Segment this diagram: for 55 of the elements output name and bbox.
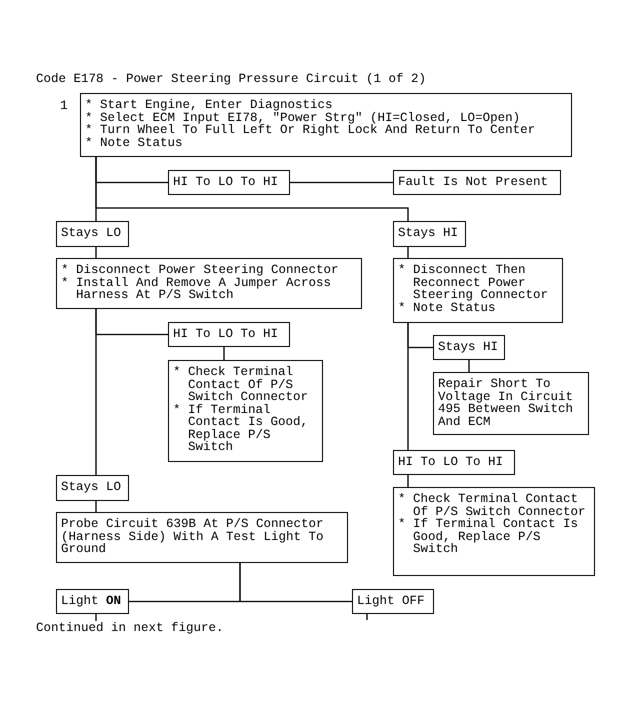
step-text: Probe Circuit 639B At P/S Connector (Harness Side) With A Test Light To Ground: [61, 518, 325, 556]
continuation-note: Continued in next figure.: [36, 622, 224, 634]
step-text: * Disconnect Then Reconnect Power Steering Connector: [398, 264, 550, 302]
process-box: [393, 170, 561, 195]
step-text: * Install And Remove A Jumper Across Harness At P/S Switch: [61, 276, 332, 302]
process-box: [393, 221, 466, 247]
step-text: Stays LO: [61, 481, 122, 494]
step-text: * Check Terminal Contact Of P/S Switch Connector: [173, 366, 310, 404]
connector-line: [223, 347, 225, 360]
process-box: [433, 372, 589, 435]
process-box: [393, 258, 563, 323]
connector-line: [95, 157, 409, 221]
step-text: * Check Terminal Contact Of P/S Switch Connector: [398, 493, 587, 518]
step-text: HI To LO To HI: [398, 456, 504, 468]
connector-line: [290, 182, 393, 184]
process-box: [56, 258, 362, 309]
step-text: * Note Status: [85, 136, 184, 149]
step-text: Fault Is Not Present: [398, 176, 550, 188]
process-box: [56, 475, 129, 501]
connector-line: [95, 501, 97, 512]
step-text: * Disconnect Power Steering Connector: [61, 264, 340, 276]
step-text: * Start Engine, Enter Diagnostics: [85, 99, 334, 112]
step-text: Light ON: [61, 595, 122, 608]
process-box: [168, 322, 290, 347]
connector-line: [95, 247, 97, 258]
process-box: [393, 487, 595, 576]
process-box: [352, 589, 434, 614]
process-box: [56, 221, 129, 247]
step-text: * Note Status: [398, 302, 497, 314]
process-box: [168, 170, 290, 195]
process-box: [56, 512, 348, 563]
connector-line: [95, 309, 97, 475]
step-text: Stays LO: [61, 227, 122, 240]
step-text: Stays HI: [438, 341, 500, 354]
step-text: Repair Short To Voltage In Circuit 495 Between Switch And ECM: [438, 378, 574, 428]
diagram-title: Code E178 - Power Steering Pressure Circuit (1 of 2): [36, 73, 426, 86]
step-text: * Turn Wheel To Full Left Or Right Lock And Return To Center: [85, 124, 536, 136]
step-text: HI To LO To HI: [173, 328, 280, 340]
process-box: [56, 589, 129, 614]
step-text: Light OFF: [357, 595, 426, 608]
connector-line: [239, 563, 352, 602]
step-text: * If Terminal Contact Is Good, Replace P/S Switch: [398, 518, 580, 556]
step-number: 1: [60, 100, 68, 112]
connector-line: [407, 323, 409, 450]
process-box: [433, 335, 505, 360]
step-text: HI To LO To HI: [173, 176, 280, 188]
connector-line: [468, 360, 470, 372]
step-text: Stays HI: [398, 227, 460, 240]
process-box: [168, 360, 323, 462]
connector-line: [407, 247, 409, 258]
step-text: * If Terminal Contact Is Good, Replace P/S Switch: [173, 404, 310, 454]
connector-line: [407, 475, 409, 487]
process-box: [393, 450, 515, 475]
step-text: * Select ECM Input EI78, "Power Strg" (HI=Closed, LO=Open): [85, 112, 522, 124]
process-box: [80, 93, 572, 157]
